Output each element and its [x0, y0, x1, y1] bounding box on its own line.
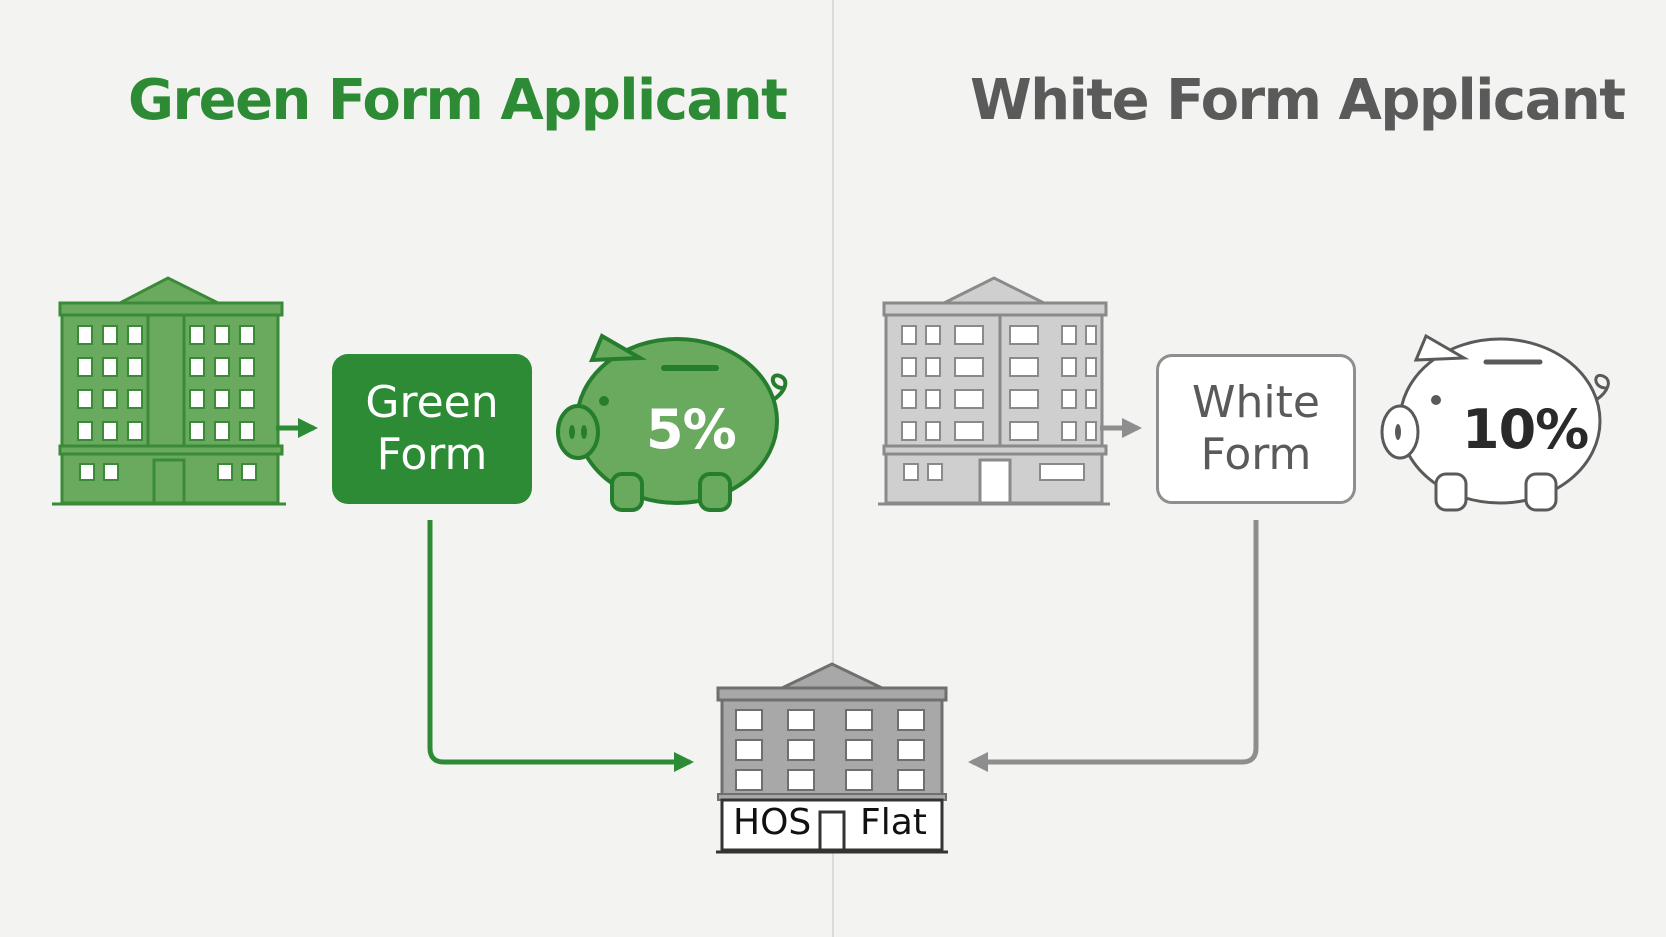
green-form-box-bg: [332, 354, 532, 504]
white-form-applicant-title: White Form Applicant: [970, 68, 1626, 133]
green-piggy-snout: [569, 396, 609, 439]
green-form-label-line2: Form: [376, 429, 488, 480]
green-form-label-line1: Green: [365, 377, 499, 428]
green-form-to-hos-flat-arrow: [427, 520, 694, 772]
green-form-box: Green Form: [332, 354, 532, 504]
green-form-applicant-title: Green Form Applicant: [128, 68, 788, 133]
green-piggy-bank-icon: [556, 333, 788, 512]
green-down-payment-percent: 5%: [646, 398, 737, 461]
white-form-label-line2: Form: [1200, 429, 1312, 480]
hos-sign-label: HOS: [733, 802, 812, 843]
outline-piggy-snout: [1395, 395, 1441, 440]
green-apartment-building-icon: [52, 276, 286, 506]
gray-apartment-building-icon: [878, 276, 1110, 506]
white-form-box: White Form: [1156, 354, 1356, 504]
hos-flat-building-icon: [716, 662, 948, 854]
panel-divider: [832, 0, 834, 937]
white-form-to-hos-flat-arrow: [968, 520, 1259, 772]
white-down-payment-percent: 10%: [1462, 398, 1589, 461]
flat-sign-label: Flat: [860, 802, 927, 843]
white-form-label-line1: White: [1192, 377, 1320, 428]
